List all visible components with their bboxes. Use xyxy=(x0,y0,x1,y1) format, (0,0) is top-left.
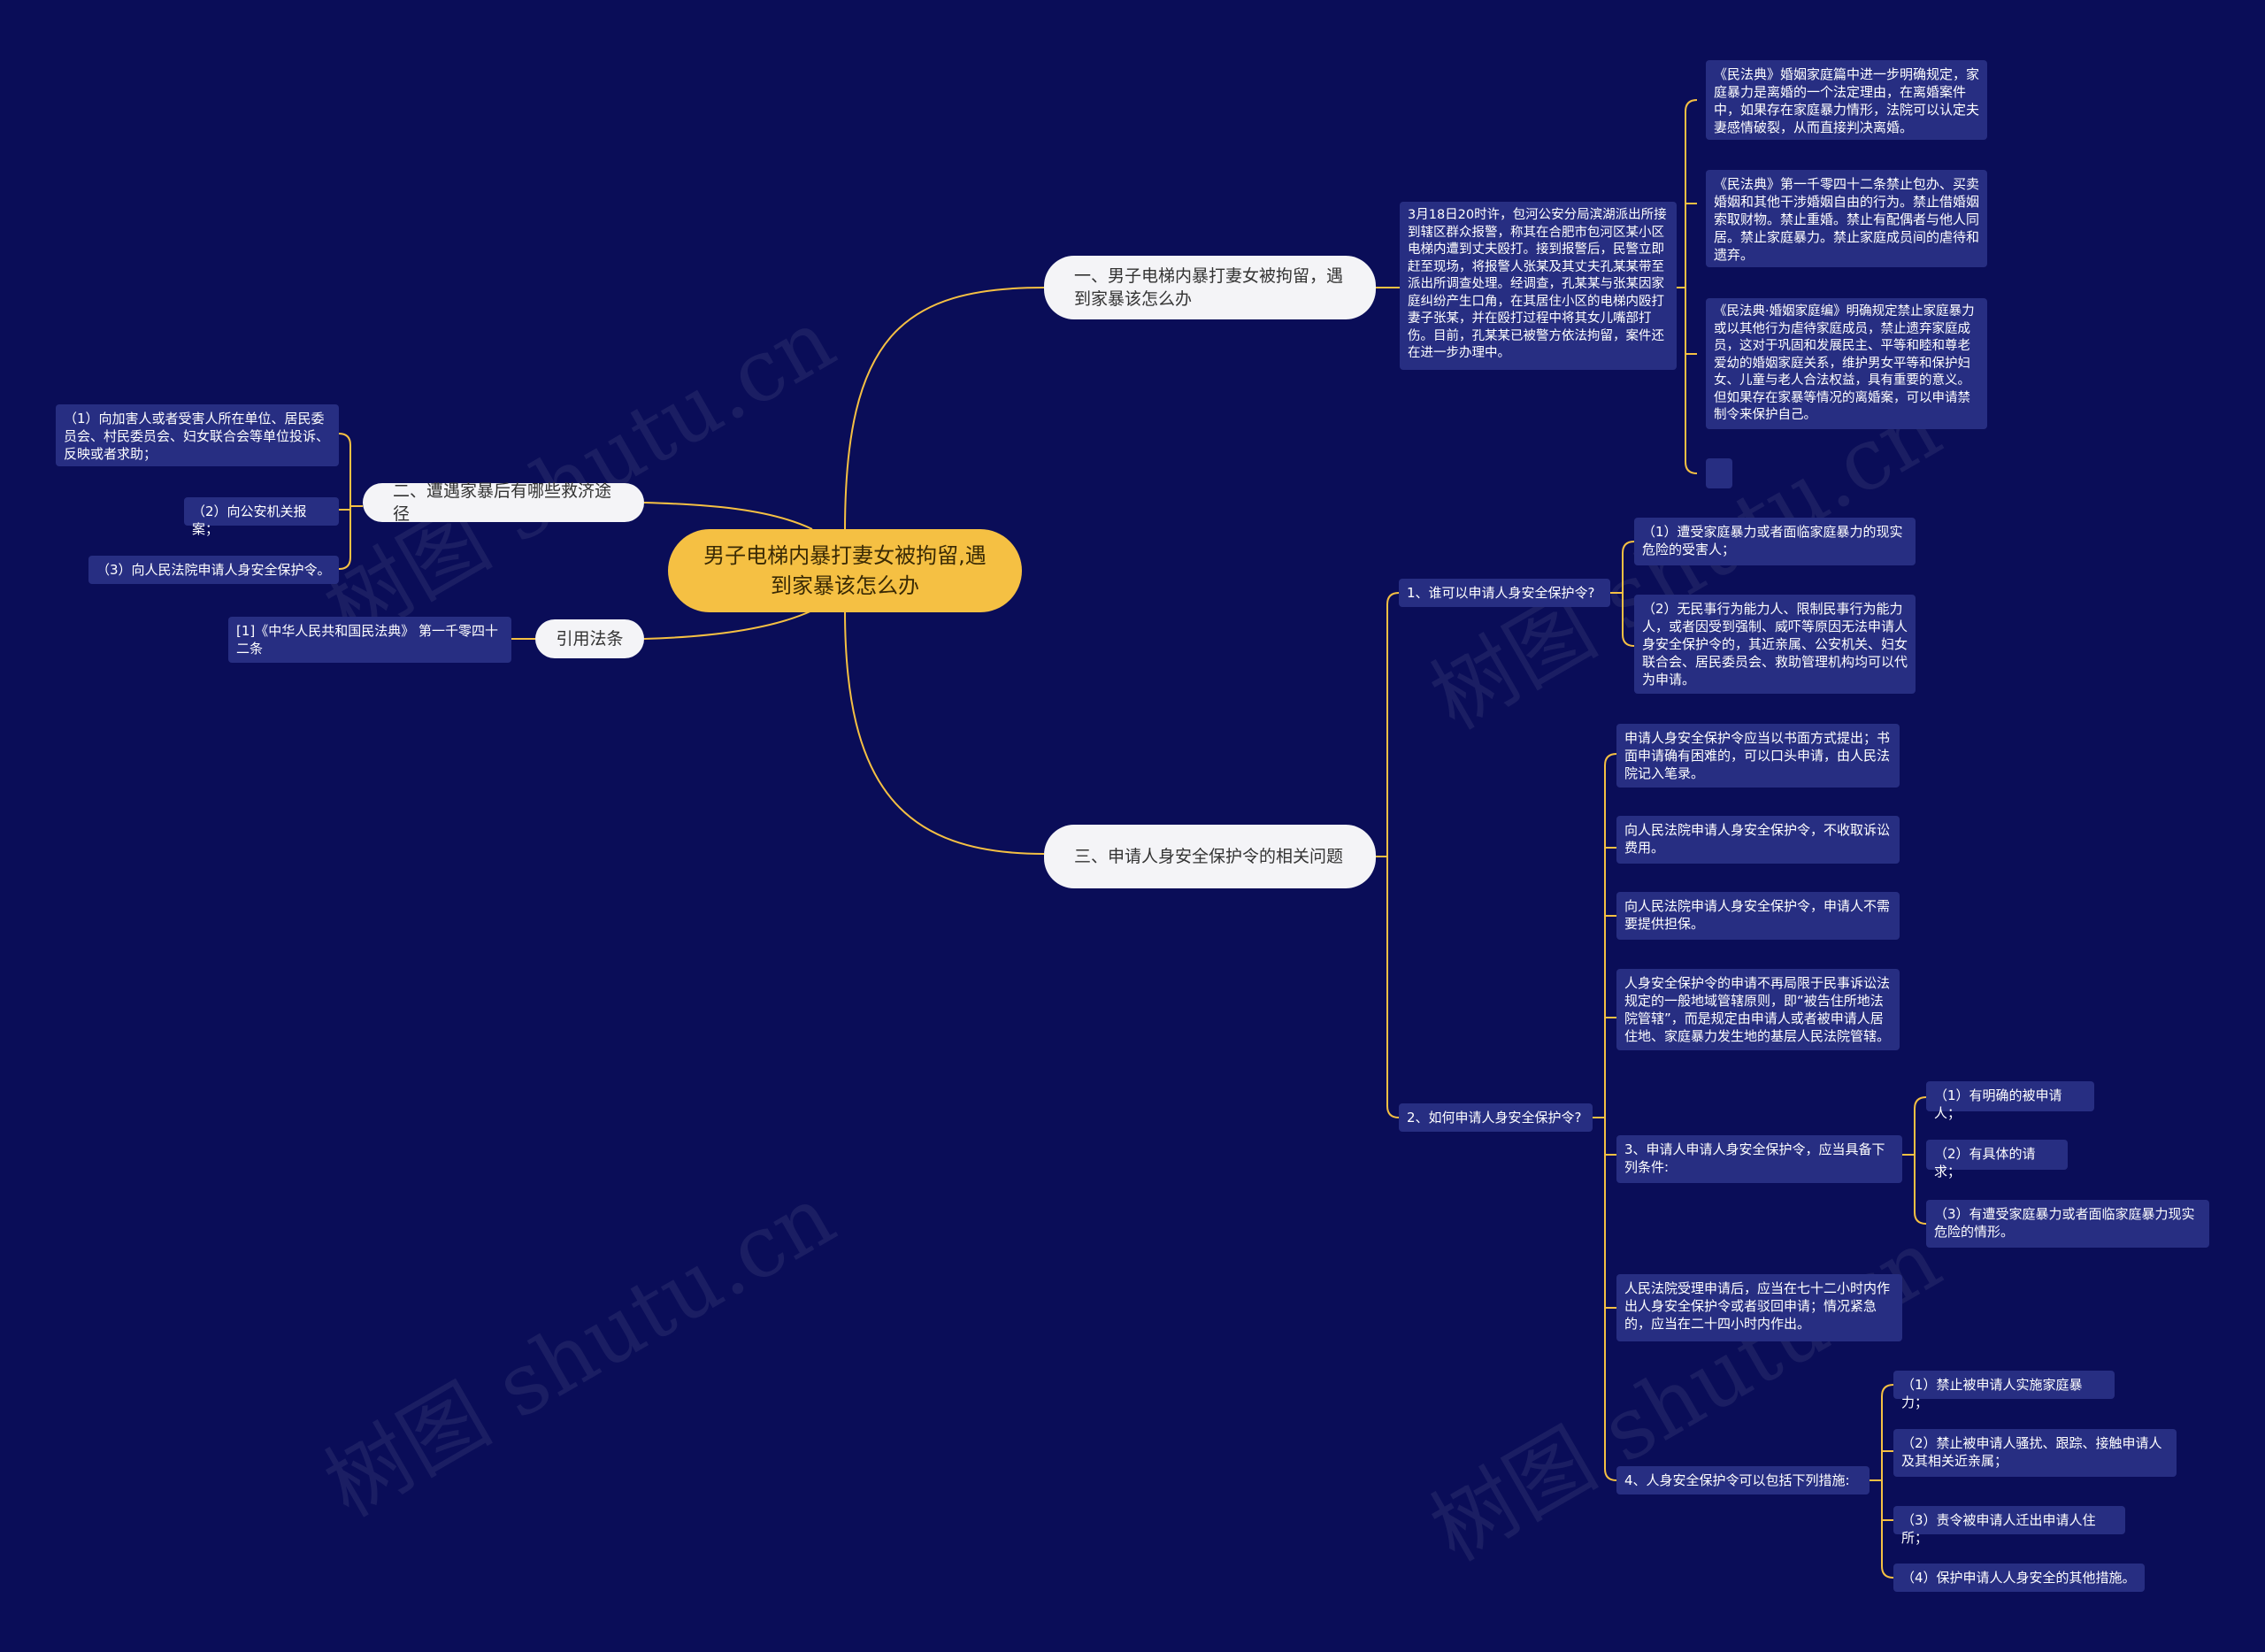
measure-1[interactable]: （1）禁止被申请人实施家庭暴力； xyxy=(1893,1371,2115,1410)
citation-item[interactable]: [1]《中华人民共和国民法典》 第一千零四十二条 xyxy=(228,617,511,663)
condition-1[interactable]: （1）有明确的被申请人； xyxy=(1926,1081,2094,1121)
condition-3[interactable]: （3）有遭受家庭暴力或者面临家庭暴力现实危险的情形。 xyxy=(1926,1200,2209,1248)
bracket-q1 xyxy=(1622,541,1635,647)
bracket-measures xyxy=(1881,1384,1894,1579)
branch-2-topic[interactable]: 二、遭遇家暴后有哪些救济途径 xyxy=(363,481,644,524)
measure-3[interactable]: （3）责令被申请人迁出申请人住所； xyxy=(1893,1506,2125,1546)
citation-topic[interactable]: 引用法条 xyxy=(535,619,644,658)
law-note-3[interactable]: 《民法典·婚姻家庭编》明确规定禁止家庭暴力或以其他行为虐待家庭成员，禁止遗弃家庭… xyxy=(1706,298,1987,429)
link-root-branch3 xyxy=(844,610,1045,855)
law-note-1[interactable]: 《民法典》婚姻家庭篇中进一步明确规定，家庭暴力是离婚的一个法定理由，在离婚案件中… xyxy=(1706,60,1987,140)
link-root-cite xyxy=(643,610,813,640)
application-rule-1[interactable]: 申请人身安全保护令应当以书面方式提出；书面申请确有困难的，可以口头申请，由人民法… xyxy=(1616,724,1900,788)
question-who-can-apply[interactable]: 1、谁可以申请人身安全保护令? xyxy=(1399,579,1610,607)
bracket-b2 xyxy=(338,433,351,570)
condition-2[interactable]: （2）有具体的请求； xyxy=(1926,1140,2068,1179)
link-root-branch2 xyxy=(643,502,813,530)
link-root-branch1 xyxy=(844,287,1045,532)
bracket-b3 xyxy=(1386,592,1400,1118)
bracket-cond xyxy=(1914,1096,1927,1225)
eligible-applicant-1[interactable]: （1）遭受家庭暴力或者面临家庭暴力的现实危险的受害人； xyxy=(1634,518,1916,565)
remedy-item-2[interactable]: （2）向公安机关报案； xyxy=(184,497,339,537)
measure-4[interactable]: （4）保护申请人人身安全的其他措施。 xyxy=(1893,1564,2145,1592)
law-note-2[interactable]: 《民法典》第一千零四十二条禁止包办、买卖婚姻和其他干涉婚姻自由的行为。禁止借婚姻… xyxy=(1706,170,1987,267)
conditions-heading[interactable]: 3、申请人申请人身安全保护令，应当具备下列条件: xyxy=(1616,1135,1902,1183)
branch-1-topic[interactable]: 一、男子电梯内暴打妻女被拘留，遇到家暴该怎么办 xyxy=(1044,256,1376,319)
acceptance-deadline[interactable]: 人民法院受理申请后，应当在七十二小时内作出人身安全保护令或者驳回申请；情况紧急的… xyxy=(1616,1274,1902,1341)
root-topic[interactable]: 男子电梯内暴打妻女被拘留,遇到家暴该怎么办 xyxy=(668,529,1022,612)
eligible-applicant-2[interactable]: （2）无民事行为能力人、限制民事行为能力人，或者因受到强制、威吓等原因无法申请人… xyxy=(1634,595,1916,694)
empty-note[interactable] xyxy=(1706,458,1732,488)
application-rule-2[interactable]: 向人民法院申请人身安全保护令，不收取诉讼费用。 xyxy=(1616,816,1900,864)
remedy-item-3[interactable]: （3）向人民法院申请人身安全保护令。 xyxy=(88,556,339,584)
bracket-laws xyxy=(1685,99,1698,474)
case-description[interactable]: 3月18日20时许，包河公安分局滨湖派出所接到辖区群众报警，称其在合肥市包河区某… xyxy=(1400,202,1677,370)
application-rule-3[interactable]: 向人民法院申请人身安全保护令，申请人不需要提供担保。 xyxy=(1616,892,1900,940)
application-rule-4[interactable]: 人身安全保护令的申请不再局限于民事诉讼法规定的一般地域管辖原则，即“被告住所地法… xyxy=(1616,969,1900,1050)
question-how-to-apply[interactable]: 2、如何申请人身安全保护令? xyxy=(1399,1103,1593,1132)
bracket-q2 xyxy=(1604,753,1617,1481)
measure-2[interactable]: （2）禁止被申请人骚扰、跟踪、接触申请人及其相关近亲属； xyxy=(1893,1429,2177,1477)
measures-heading[interactable]: 4、人身安全保护令可以包括下列措施: xyxy=(1616,1466,1870,1494)
branch-3-topic[interactable]: 三、申请人身安全保护令的相关问题 xyxy=(1044,825,1376,888)
remedy-item-1[interactable]: （1）向加害人或者受害人所在单位、居民委员会、村民委员会、妇女联合会等单位投诉、… xyxy=(56,404,339,466)
